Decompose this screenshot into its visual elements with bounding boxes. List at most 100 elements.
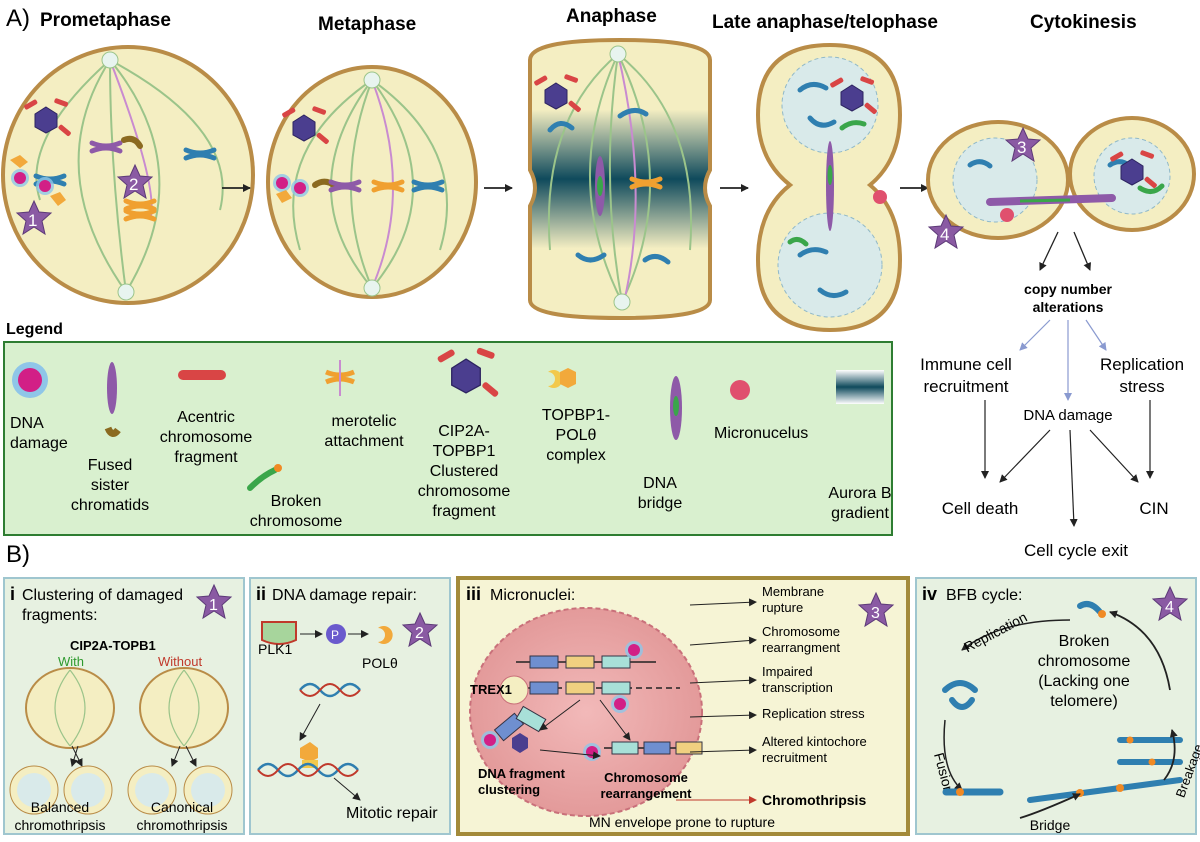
svg-text:Membrane: Membrane xyxy=(762,584,824,599)
immune-label-2: recruitment xyxy=(923,377,1008,396)
svg-text:Micronucelus: Micronucelus xyxy=(714,425,808,442)
copy-number-label: copy number xyxy=(1024,281,1112,297)
legend-dna-damage: DNA damage xyxy=(10,362,68,452)
dna-damage-label: DNA damage xyxy=(1023,407,1112,424)
replication-label-1: Replication xyxy=(1100,355,1184,374)
legend-topbp1-complex: TOPBP1- POLθ complex xyxy=(542,368,610,464)
phase-title-metaphase: Metaphase xyxy=(318,14,416,35)
svg-text:PLK1: PLK1 xyxy=(258,641,292,657)
svg-text:transcription: transcription xyxy=(762,680,833,695)
svg-text:(Lacking one: (Lacking one xyxy=(1038,673,1130,690)
svg-text:P: P xyxy=(331,628,339,642)
panel-ii: ii DNA damage repair: 2 PLK1 P POLθ Mito… xyxy=(249,577,451,835)
svg-text:chromosome: chromosome xyxy=(160,429,253,446)
cell-death-label: Cell death xyxy=(942,499,1019,518)
legend-broken-chromosome: Broken chromosome xyxy=(247,464,342,530)
legend-box xyxy=(3,341,893,536)
svg-text:fragment: fragment xyxy=(174,449,238,466)
svg-text:iii: iii xyxy=(466,584,481,604)
phase-title-telophase: Late anaphase/telophase xyxy=(712,12,938,33)
svg-text:Acentric: Acentric xyxy=(177,409,235,426)
svg-text:CIP2A-TOPB1: CIP2A-TOPB1 xyxy=(70,638,156,653)
svg-text:Chromothripsis: Chromothripsis xyxy=(762,792,866,808)
svg-text:Without: Without xyxy=(158,654,202,669)
immune-label-1: Immune cell xyxy=(920,355,1012,374)
legend-fused-chromatids: Fused sister chromatids xyxy=(71,362,149,514)
svg-text:Bridge: Bridge xyxy=(1030,817,1071,833)
legend-micronucleus: Micronucelus xyxy=(714,380,808,442)
legend-acentric-fragment: Acentric chromosome fragment xyxy=(160,370,253,466)
svg-text:Altered kintochore: Altered kintochore xyxy=(762,734,867,749)
svg-text:telomere): telomere) xyxy=(1050,693,1118,710)
svg-text:gradient: gradient xyxy=(831,505,889,522)
svg-text:Clustering of damaged: Clustering of damaged xyxy=(22,587,183,604)
svg-text:clustering: clustering xyxy=(478,782,540,797)
svg-text:DNA fragment: DNA fragment xyxy=(478,766,566,781)
svg-text:chromosome: chromosome xyxy=(1038,653,1131,670)
svg-text:With: With xyxy=(58,654,84,669)
phase-title-cytokinesis: Cytokinesis xyxy=(1030,12,1137,33)
panel-i: i Clustering of damaged fragments: 1 CIP… xyxy=(3,577,245,835)
svg-text:POLθ: POLθ xyxy=(362,655,398,671)
svg-text:Fused: Fused xyxy=(88,457,132,474)
phase-title-prometaphase: Prometaphase xyxy=(40,10,171,31)
svg-text:BFB cycle:: BFB cycle: xyxy=(946,587,1022,604)
svg-text:Mitotic repair: Mitotic repair xyxy=(346,805,438,822)
svg-text:chromatids: chromatids xyxy=(71,497,149,514)
svg-text:rupture: rupture xyxy=(762,600,803,615)
svg-text:Micronuclei:: Micronuclei: xyxy=(490,587,575,604)
cell-cycle-exit-label: Cell cycle exit xyxy=(1024,541,1128,560)
legend-dna-bridge: DNA bridge xyxy=(638,376,683,512)
svg-text:ii: ii xyxy=(256,584,266,604)
cell-cytokinesis: 3 4 xyxy=(926,116,1196,249)
svg-text:Canonical: Canonical xyxy=(151,799,213,815)
svg-text:Clustered: Clustered xyxy=(430,463,498,480)
svg-text:iv: iv xyxy=(922,584,937,604)
star-4-label: 4 xyxy=(940,225,949,244)
svg-text:Aurora B: Aurora B xyxy=(828,485,891,502)
svg-text:fragments:: fragments: xyxy=(22,607,98,624)
cell-prometaphase: 2 1 xyxy=(1,45,255,305)
cell-telophase xyxy=(755,42,903,333)
svg-text:i: i xyxy=(10,584,15,604)
legend-merotelic: merotelic attachment xyxy=(324,360,404,450)
legend-title: Legend xyxy=(6,321,63,338)
svg-text:merotelic: merotelic xyxy=(332,413,397,430)
svg-text:1: 1 xyxy=(209,597,218,614)
svg-text:3: 3 xyxy=(871,605,880,622)
copy-number-label-2: alterations xyxy=(1033,299,1104,315)
section-b-label: B) xyxy=(6,541,30,568)
svg-text:attachment: attachment xyxy=(324,433,404,450)
star-2-label: 2 xyxy=(129,175,138,194)
svg-text:2: 2 xyxy=(415,625,424,642)
svg-text:DNA: DNA xyxy=(643,475,677,492)
svg-text:rearrangment: rearrangment xyxy=(762,640,840,655)
phase-title-anaphase: Anaphase xyxy=(566,6,657,27)
section-a-label: A) xyxy=(6,5,30,32)
svg-text:sister: sister xyxy=(91,477,130,494)
svg-text:TOPBP1: TOPBP1 xyxy=(433,443,496,460)
panel-iv: iv BFB cycle: 4 Broken chromosome (Lacki… xyxy=(915,577,1200,835)
svg-text:Chromosome: Chromosome xyxy=(762,624,840,639)
svg-text:chromothripsis: chromothripsis xyxy=(14,817,105,833)
svg-text:DNA: DNA xyxy=(10,415,44,432)
svg-text:complex: complex xyxy=(546,447,606,464)
svg-text:damage: damage xyxy=(10,435,68,452)
star-3-label: 3 xyxy=(1017,138,1026,157)
panel-iii: iii Micronuclei: 3 TREX1 DNA fragment cl… xyxy=(456,576,910,836)
legend-aurora-gradient: Aurora B gradient xyxy=(828,370,892,522)
svg-text:fragment: fragment xyxy=(432,503,496,520)
svg-text:Broken: Broken xyxy=(271,493,322,510)
svg-text:CIP2A-: CIP2A- xyxy=(438,423,490,440)
cin-label: CIN xyxy=(1139,499,1168,518)
svg-text:rearrangement: rearrangement xyxy=(600,786,692,801)
replication-label-2: stress xyxy=(1119,377,1164,396)
svg-text:DNA damage repair:: DNA damage repair: xyxy=(272,587,417,604)
svg-text:TOPBP1-: TOPBP1- xyxy=(542,407,610,424)
svg-text:Chromosome: Chromosome xyxy=(604,770,688,785)
svg-text:recruitment: recruitment xyxy=(762,750,827,765)
svg-text:bridge: bridge xyxy=(638,495,683,512)
svg-text:Balanced: Balanced xyxy=(31,799,89,815)
